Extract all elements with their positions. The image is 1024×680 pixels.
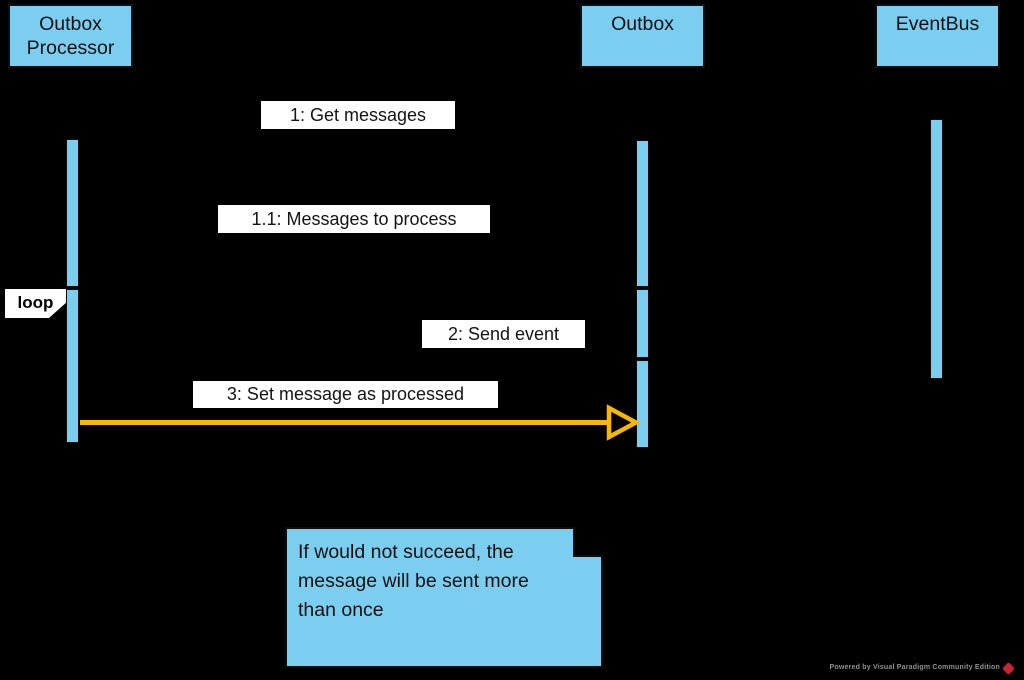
activation-outbox-3 — [636, 360, 649, 448]
participant-outbox: Outbox — [580, 4, 705, 68]
activation-eventbus — [930, 119, 943, 379]
note: If would not succeed, the message will b… — [285, 527, 603, 668]
note-shape — [285, 527, 603, 668]
activation-outbox-processor-1 — [66, 139, 79, 287]
message-label-send-event: 2: Send event — [422, 320, 585, 348]
activation-outbox-processor-2 — [66, 289, 79, 443]
message-line-send-event — [649, 347, 930, 348]
activation-outbox-2 — [636, 289, 649, 358]
activation-outbox-1 — [636, 140, 649, 287]
participant-eventbus: EventBus — [875, 4, 1000, 68]
watermark-text: Powered by Visual Paradigm Community Edi… — [829, 664, 1000, 671]
yellow-arrow — [80, 404, 641, 441]
message-line-messages-to-process — [79, 233, 636, 234]
loop-fragment-operator: loop — [5, 289, 66, 318]
message-label-set-message-processed: 3: Set message as processed — [193, 381, 498, 408]
participant-outbox-processor: Outbox Processor — [8, 4, 133, 68]
visual-paradigm-logo-icon — [1002, 661, 1015, 675]
message-label-messages-to-process: 1.1: Messages to process — [218, 205, 490, 233]
note-text: If would not succeed, the message will b… — [298, 541, 529, 621]
watermark: Powered by Visual Paradigm Community Edi… — [829, 661, 1015, 675]
message-label-get-messages: 1: Get messages — [261, 101, 455, 129]
